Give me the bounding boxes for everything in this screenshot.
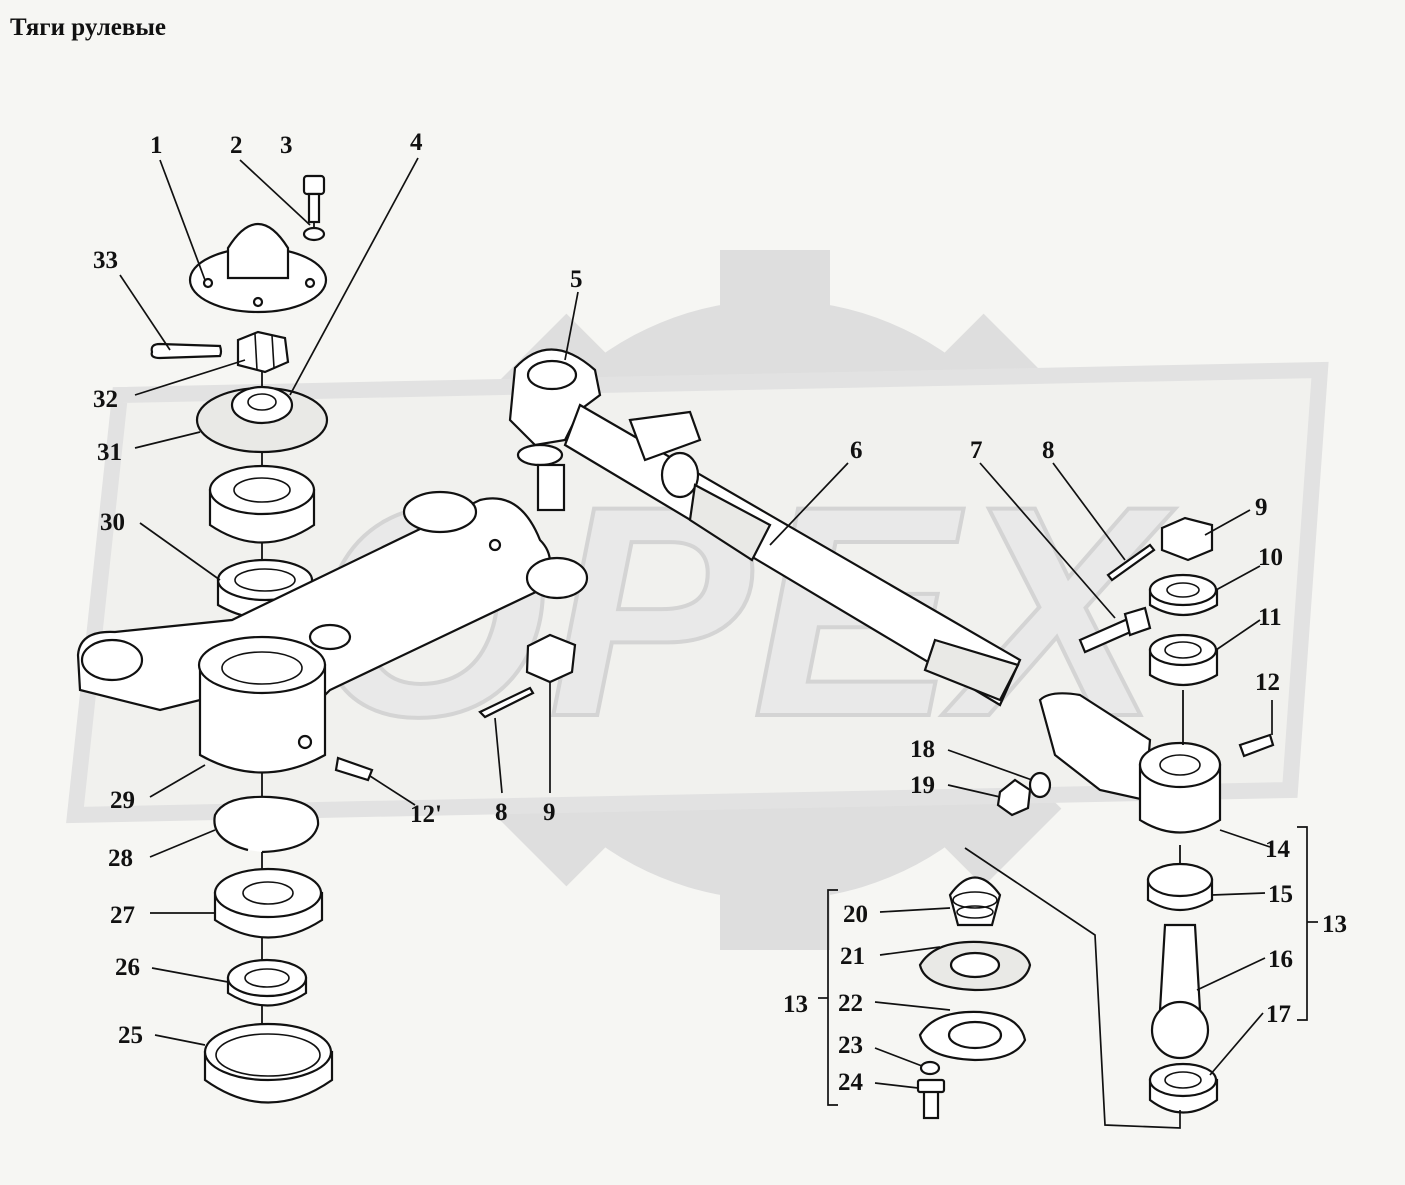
callout-label: 18	[910, 736, 935, 763]
callout-label: 8	[1042, 437, 1055, 464]
callout-label: 12'	[410, 801, 442, 828]
callout-label: 2	[230, 132, 243, 159]
callout-label: 33	[93, 247, 118, 274]
callout-label: 9	[1255, 494, 1268, 521]
part-ball-pin	[1150, 923, 1210, 1060]
callout-label: 27	[110, 902, 135, 929]
callout-label: 10	[1258, 544, 1283, 571]
callout-label: 23	[838, 1032, 863, 1059]
part-castle-nut-right	[1160, 516, 1214, 562]
callout-label: 19	[910, 772, 935, 799]
callout-label: 1	[150, 132, 163, 159]
callout-label: 20	[843, 901, 868, 928]
callout-label: 30	[100, 509, 125, 536]
part-retaining-ring	[213, 795, 320, 854]
part-steering-arm-housing	[76, 490, 589, 774]
callout-label: 13	[783, 991, 808, 1018]
part-grease-fitting-right	[1238, 733, 1275, 758]
callout-label: 11	[1258, 604, 1282, 631]
leader-lines	[119, 157, 1273, 1089]
part-castle-nut	[236, 330, 290, 374]
part-ball-seat-upper	[1146, 862, 1214, 911]
part-bearing-upper	[208, 464, 316, 544]
part-cotter-pin-left	[478, 686, 535, 719]
part-ball-joint-head	[508, 348, 602, 512]
callout-label: 6	[850, 437, 863, 464]
callout-labels: 1 2 3 4 33 5 32 31 6 7 8 9 30 10 11 12 1…	[93, 129, 1347, 1096]
callout-label: 4	[410, 129, 423, 156]
part-cotter-pin	[150, 342, 223, 360]
part-tie-rod-end	[1038, 692, 1222, 834]
part-cap	[188, 222, 328, 314]
part-nut-left	[525, 633, 577, 684]
callout-label: 16	[1268, 946, 1293, 973]
part-lock-washer	[1028, 771, 1052, 799]
callout-label: 13	[1322, 911, 1347, 938]
callout-label: 26	[115, 954, 140, 981]
part-ball-seat-lower	[1148, 1062, 1219, 1114]
callout-label: 15	[1268, 881, 1293, 908]
callout-label: 25	[118, 1022, 143, 1049]
part-seal-disc	[195, 385, 329, 454]
callout-label: 3	[280, 132, 293, 159]
callout-label: 12	[1255, 669, 1280, 696]
callout-label: 7	[970, 437, 983, 464]
callout-label: 29	[110, 787, 135, 814]
callout-label: 21	[840, 943, 865, 970]
callout-label: 8	[495, 799, 508, 826]
part-cotter-pin-right	[1106, 543, 1156, 582]
callout-label: 9	[543, 799, 556, 826]
part-seal-right	[1148, 633, 1219, 686]
part-bolt-right	[1078, 606, 1152, 654]
part-bearing-lower	[213, 867, 324, 939]
part-bolt	[302, 174, 326, 224]
callout-label: 31	[97, 439, 122, 466]
part-spring	[948, 876, 1002, 927]
part-tie-rod	[563, 403, 1022, 707]
callout-label: 14	[1265, 836, 1291, 863]
part-outer-ring	[203, 1022, 334, 1104]
callout-label: 28	[108, 845, 133, 872]
part-hex-nut	[996, 778, 1032, 817]
part-cover-plate	[918, 1010, 1027, 1062]
callout-label: 24	[838, 1069, 864, 1096]
page-title: Тяги рулевые	[10, 14, 166, 41]
part-small-bolt	[916, 1078, 946, 1120]
callout-label: 32	[93, 386, 118, 413]
part-gasket	[918, 940, 1032, 992]
callout-label: 5	[570, 266, 583, 293]
callout-label: 22	[838, 990, 863, 1017]
part-washer	[302, 226, 326, 242]
callout-label: 17	[1266, 1001, 1291, 1028]
part-grease-fitting-left	[334, 756, 374, 782]
part-spacer-ring	[226, 958, 308, 1007]
part-washer-right	[1148, 573, 1219, 616]
part-small-washer	[919, 1060, 941, 1076]
